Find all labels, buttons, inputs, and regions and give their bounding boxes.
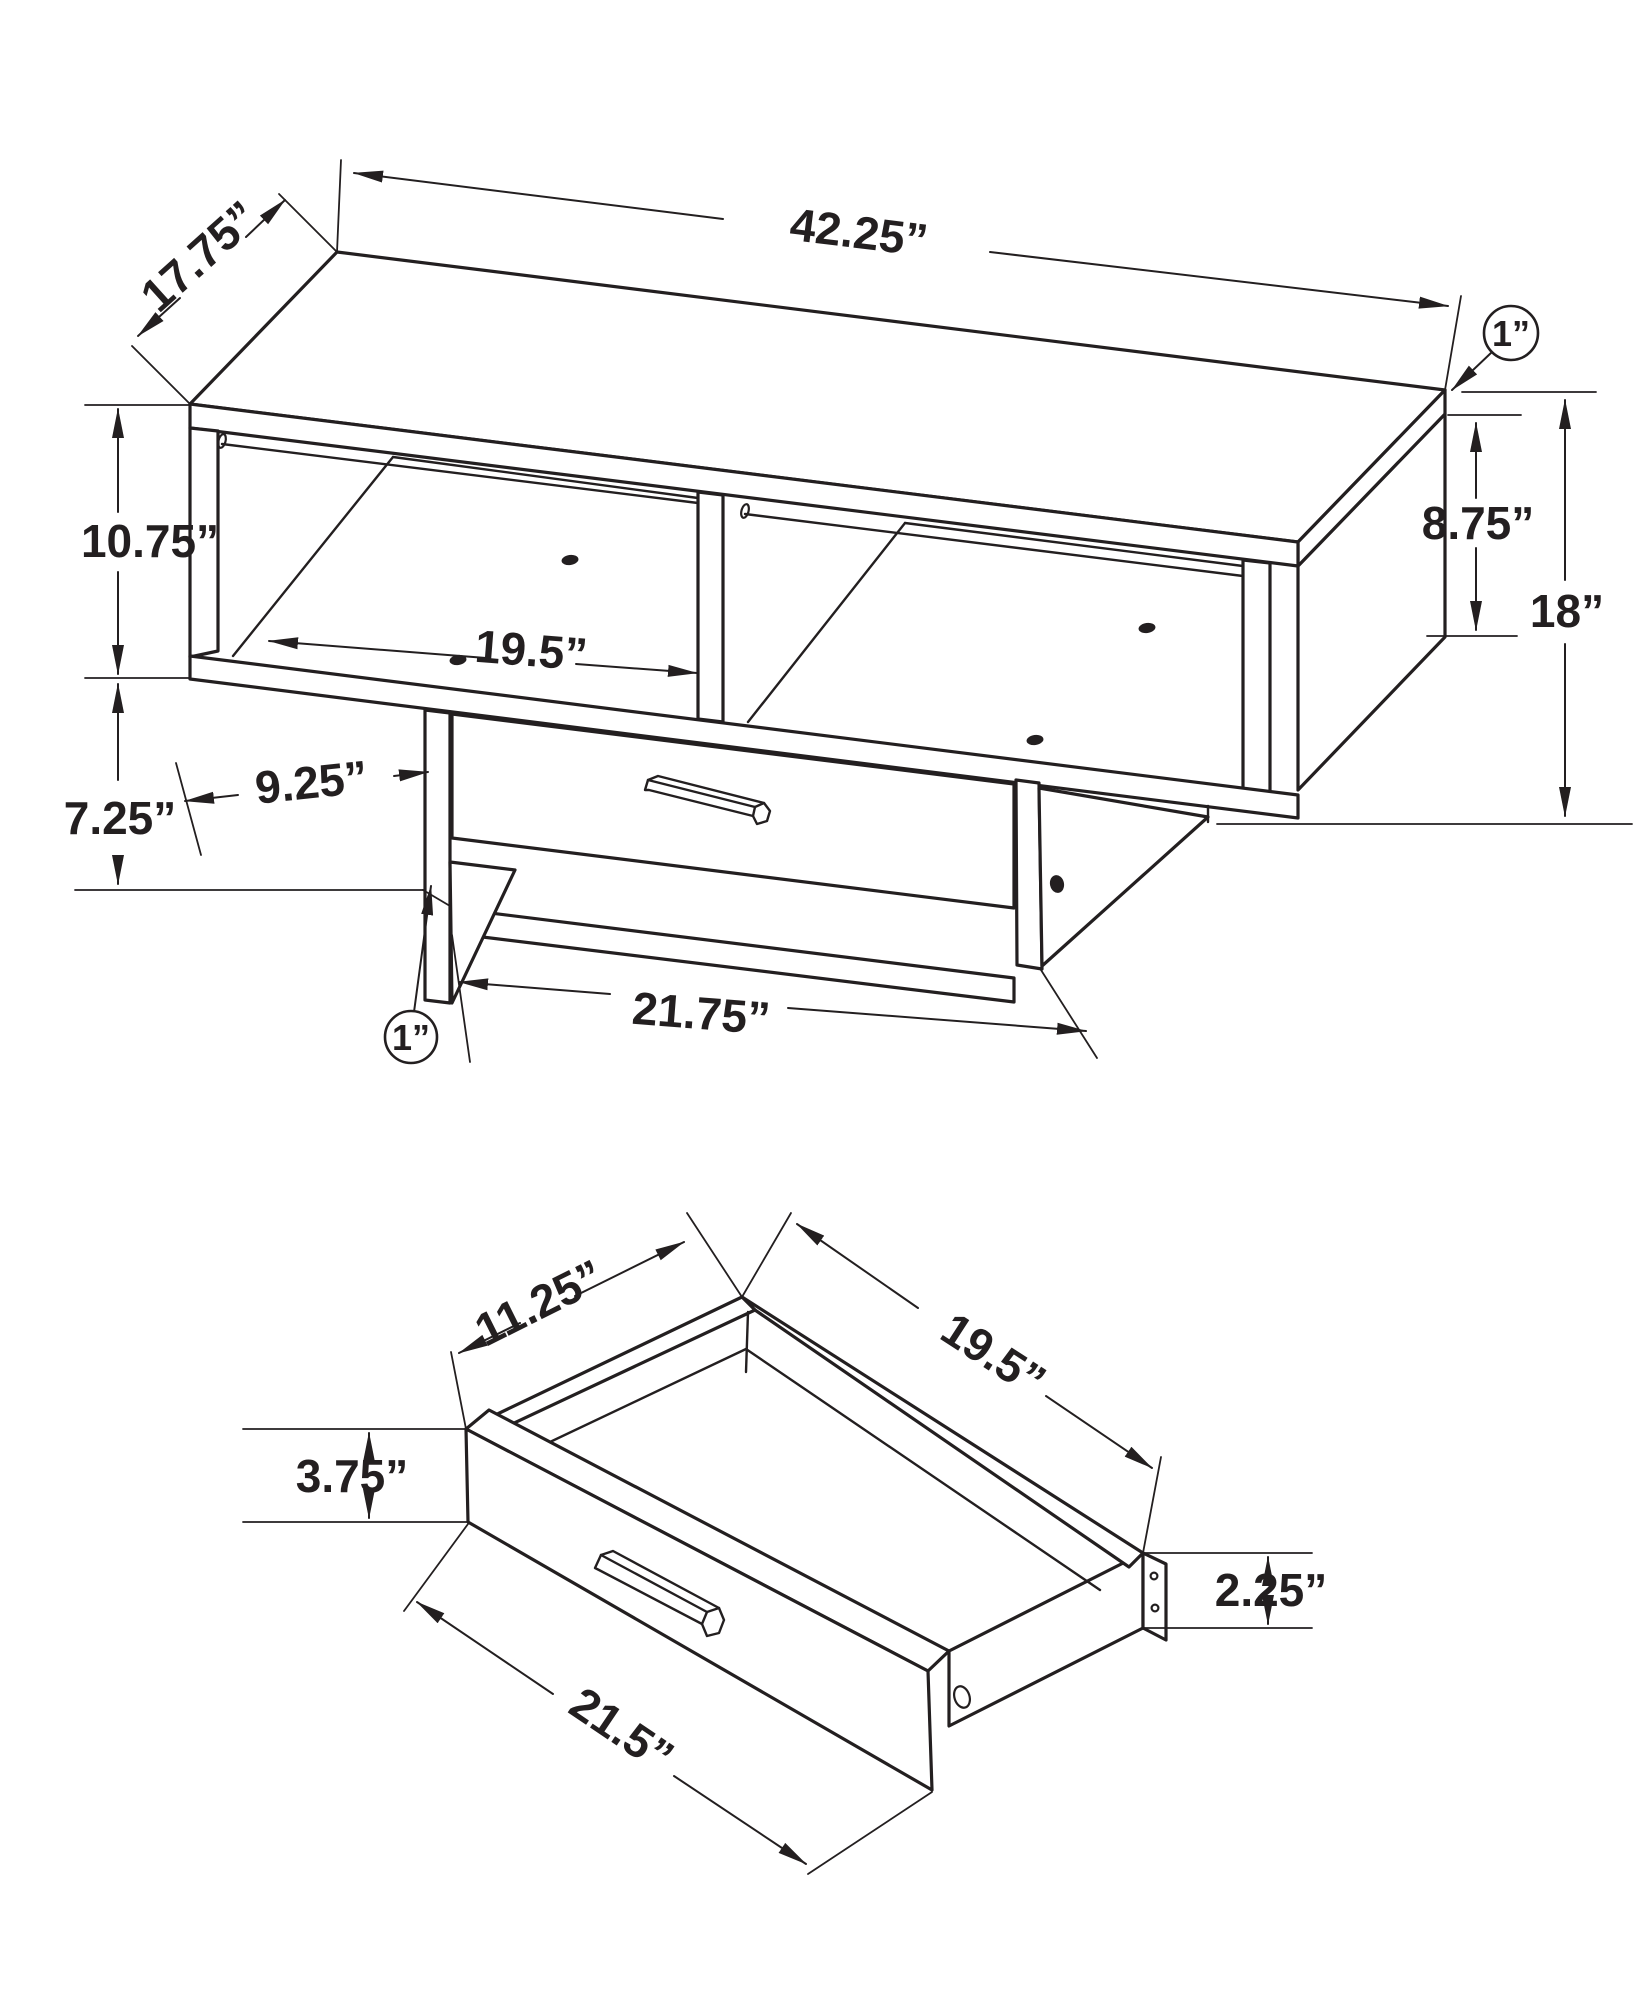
bracket-screw-hole-icon: [1049, 875, 1065, 893]
dim-drawer-side-height-label: 2.25”: [1215, 1564, 1328, 1616]
dim-side-offset-label: 9.25”: [253, 750, 370, 813]
drawer-right-wall: [947, 1551, 1145, 1728]
drawer-front-panel: [464, 1427, 934, 1792]
console-figure: 42.25” 17.75” 10.75” 7.25” 9.25”: [64, 159, 1633, 1065]
dim-lower-height-label: 7.25”: [64, 792, 177, 844]
console-left-panel-edge: [188, 426, 220, 659]
dim-upper-height-label: 10.75”: [81, 515, 219, 567]
right-wall-bracket-edge: [1014, 778, 1044, 971]
shelf-pin-hole-icon: [1026, 734, 1044, 746]
callout-top-thickness: [1482, 304, 1540, 362]
drawer-handle: [643, 774, 772, 826]
console-dimensions: 42.25” 17.75” 10.75” 7.25” 9.25”: [64, 159, 1633, 1065]
dim-drawer-depth-label: 11.25”: [467, 1249, 612, 1356]
dim-drawer-width-label: 19.5”: [932, 1302, 1055, 1407]
left-wall-bracket-edge: [423, 708, 452, 1005]
dim-drawer-span-label: 21.75”: [630, 982, 772, 1045]
dim-top-depth-label: 17.75”: [131, 191, 268, 322]
console-right-inner-panel: [1241, 558, 1272, 796]
shelf-pin-hole-icon: [1138, 622, 1156, 634]
dim-overall-height-label: 18”: [1530, 585, 1604, 637]
shelf-pin-hole-icon: [449, 654, 467, 666]
shelf-pin-hole-icon: [561, 554, 579, 566]
screw-hole-icon: [1149, 1571, 1159, 1581]
cam-lock-hole-icon: [952, 1685, 972, 1709]
callout-panel-thickness: [383, 1009, 439, 1065]
dim-top-width-label: 42.25”: [787, 198, 930, 266]
drawer-handle: [593, 1549, 726, 1638]
dim-drawer-front-height-label: 3.75”: [296, 1450, 409, 1502]
drawer-dimensions: 11.25” 19.5” 3.75” 2.25” 21.5”: [242, 1212, 1328, 1875]
drawer-back-end-cap: [1141, 1551, 1168, 1642]
console-top-front-edge: [188, 402, 1300, 568]
screw-hole-icon: [1150, 1603, 1160, 1613]
dim-inner-height-label: 8.75”: [1422, 497, 1535, 549]
dim-cubby-width-label: 19.5”: [473, 620, 589, 681]
right-wall-bracket-side: [1037, 786, 1210, 968]
dim-top-thickness-label: 1”: [1492, 313, 1530, 354]
cam-hole-icon: [740, 503, 750, 519]
drawer-figure: 11.25” 19.5” 3.75” 2.25” 21.5”: [242, 1212, 1328, 1875]
console-bottom-shelf-edge: [188, 654, 1300, 820]
cubby-interior-lines: [217, 433, 1245, 746]
dim-drawer-front-width-label: 21.5”: [561, 1677, 683, 1783]
dim-panel-thickness-label: 1”: [392, 1017, 430, 1058]
left-wall-bracket-side: [448, 860, 517, 1005]
console-center-divider: [696, 490, 725, 724]
